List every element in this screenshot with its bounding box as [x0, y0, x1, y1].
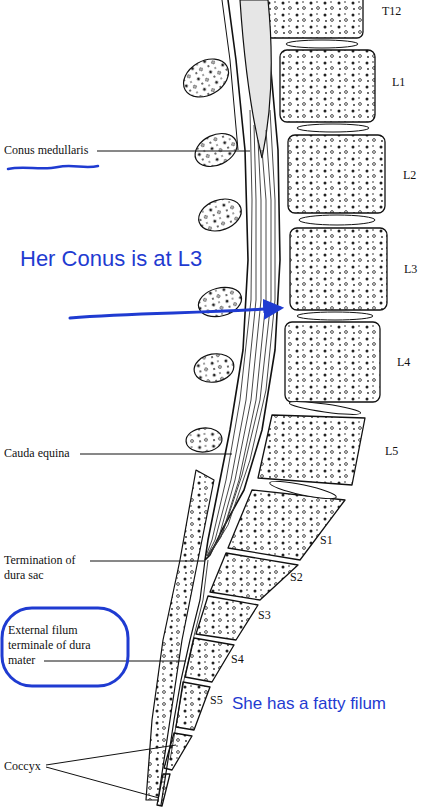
discs: [269, 40, 375, 502]
part-label: External filum terminale of dura mater: [8, 623, 118, 668]
blue-circle: [2, 608, 128, 686]
vertebra-label: S5: [210, 693, 223, 708]
nerve-root: [208, 150, 266, 556]
nerve-root: [207, 140, 261, 556]
part-label: Cauda equina: [4, 446, 70, 461]
dura-anterior: [205, 0, 280, 560]
sacral-segment: [196, 596, 258, 640]
spinous-process: [177, 51, 236, 104]
disc: [299, 215, 375, 225]
spinous-process: [190, 127, 243, 173]
disc: [297, 312, 373, 320]
vertebra-label: L1: [392, 75, 405, 90]
leader-line: [46, 745, 176, 765]
vertebra-label: S2: [290, 570, 303, 585]
handwritten-note: Her Conus is at L3: [20, 246, 202, 272]
vertebral-body: [288, 135, 385, 213]
leader-line: [97, 151, 250, 152]
spinous-process: [194, 193, 246, 236]
spinous-process: [195, 283, 245, 321]
nerve-root: [209, 110, 275, 556]
leader-line: [46, 767, 159, 798]
leader-line: [90, 561, 205, 562]
sacral-segment: [210, 553, 298, 600]
vertebra-label: S3: [258, 608, 271, 623]
vertebral-bodies: [157, 0, 387, 806]
vertebral-body: [266, 0, 363, 38]
sacral-segment: [228, 490, 345, 560]
vertebra-label: L3: [404, 262, 417, 277]
vertebral-body: [280, 50, 375, 122]
cauda-equina-roots: [206, 110, 275, 556]
part-label: Termination of dura sac: [4, 553, 92, 583]
leader-line: [44, 661, 186, 662]
sacral-plate: [146, 470, 214, 800]
handwritten-note: She has a fatty filum: [232, 694, 386, 714]
filum-terminale: [161, 560, 205, 805]
filum-terminale: [170, 560, 208, 760]
disc: [269, 478, 338, 502]
vertebral-body: [285, 322, 380, 402]
vertebral-body: [258, 415, 365, 485]
vertebral-body: [290, 228, 387, 310]
part-label: Coccyx: [4, 759, 41, 774]
disc: [297, 124, 369, 132]
vertebra-label: T12: [382, 4, 401, 19]
spinous-process: [185, 426, 223, 453]
coccyx-segment: [164, 733, 192, 770]
leader-line: [80, 454, 232, 455]
vertebra-label: S4: [231, 652, 244, 667]
blue-arrow: [70, 308, 280, 318]
vertebra-label: S1: [320, 533, 333, 548]
vertebra-label: L2: [403, 168, 416, 183]
spinous-process: [192, 351, 236, 386]
vertebra-label: L4: [397, 355, 410, 370]
vertebra-label: L5: [385, 444, 398, 459]
disc: [286, 40, 358, 48]
blue-underline: [8, 166, 98, 169]
sacral-segment: [176, 682, 210, 730]
ligament-line: [222, 0, 238, 150]
part-label: Conus medullaris: [4, 143, 88, 158]
disc: [289, 399, 361, 417]
